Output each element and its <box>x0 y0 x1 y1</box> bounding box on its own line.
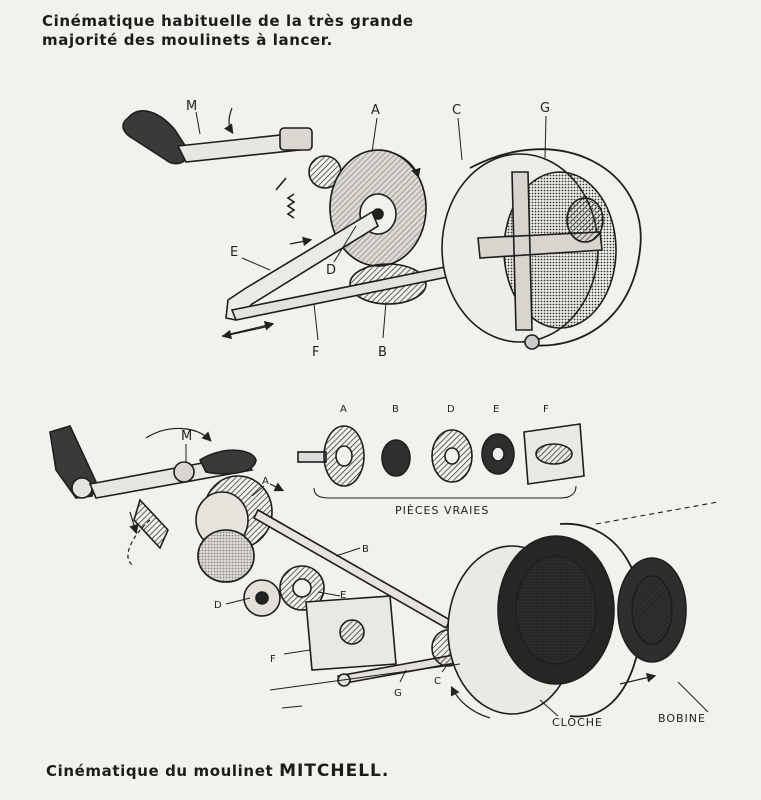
bottom-diagram <box>49 423 719 719</box>
bottom-label-B: B <box>362 544 369 555</box>
top-label-B: B <box>378 345 387 360</box>
parts-caption: PIÈCES VRAIES <box>395 504 489 517</box>
bottom-label-F: F <box>270 654 276 665</box>
bottom-label-M: M <box>181 429 192 444</box>
rod-B <box>252 508 452 630</box>
bottom-label-G: G <box>394 688 402 699</box>
oscillating-lever-E <box>225 210 380 321</box>
top-label-A: A <box>371 103 380 118</box>
part-label-E: E <box>493 404 499 415</box>
crank-shaft <box>279 127 313 151</box>
bottom-caption-prefix: Cinématique du moulinet <box>46 762 280 780</box>
anti-reverse-pawl <box>133 498 169 550</box>
bottom-caption: Cinématique du moulinet MITCHELL. <box>46 762 389 781</box>
crank-knob <box>122 110 189 165</box>
top-diagram <box>122 107 642 350</box>
top-label-F: F <box>312 345 319 360</box>
top-labels: M A C G E D F B <box>186 99 550 360</box>
top-label-E: E <box>230 245 238 260</box>
top-label-M: M <box>186 99 197 114</box>
top-caption: Cinématique habituelle de la très grande… <box>42 12 462 50</box>
mitchell-crank-grip <box>198 449 257 475</box>
top-caption-line2: majorité des moulinets à lancer. <box>42 31 333 49</box>
part-label-A: A <box>340 404 347 415</box>
top-label-D: D <box>326 263 336 278</box>
bail-wire <box>469 148 642 347</box>
top-label-G: G <box>540 101 550 116</box>
top-caption-line1: Cinématique habituelle de la très grande <box>42 12 414 30</box>
detent-spring <box>275 177 296 219</box>
part-label-B: B <box>392 404 399 415</box>
bottom-labels: M A B D E F G C A B D E F PIÈCES VRAIES … <box>181 404 706 729</box>
rotor-cross <box>477 171 603 331</box>
parts-samples <box>297 423 585 499</box>
part-label-D: D <box>447 404 455 415</box>
top-label-C: C <box>452 103 461 118</box>
bobine-label: BOBINE <box>658 712 706 725</box>
bottom-caption-brand: MITCHELL. <box>279 761 390 781</box>
bottom-label-D: D <box>214 600 222 611</box>
cloche-label: CLOCHE <box>552 716 603 729</box>
sample-pinion-B <box>381 439 411 477</box>
part-label-F: F <box>543 404 549 415</box>
bottom-label-E: E <box>340 590 346 601</box>
bottom-label-A: A <box>262 476 269 487</box>
bottom-label-C: C <box>434 676 441 687</box>
